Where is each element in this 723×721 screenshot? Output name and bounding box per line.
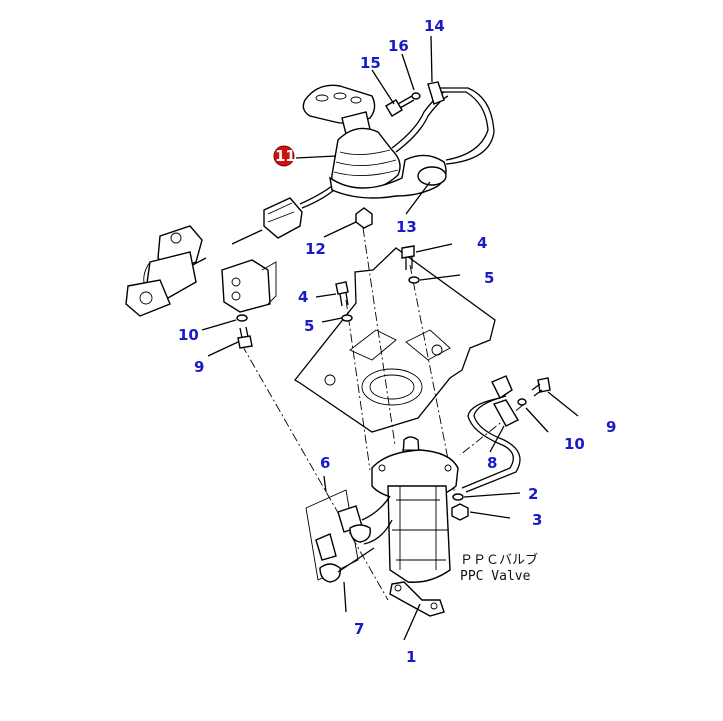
callout-3[interactable]: 3 [532, 511, 542, 529]
washer-2 [452, 493, 464, 501]
washer-10-right [517, 398, 527, 406]
bolt-4-upper [401, 245, 415, 270]
callout-15[interactable]: 15 [360, 54, 381, 72]
washer-10-left [236, 314, 248, 322]
callout-7[interactable]: 7 [354, 620, 364, 638]
callout-5-upper[interactable]: 5 [484, 269, 494, 287]
callout-10-right[interactable]: 10 [564, 435, 585, 453]
callout-14[interactable]: 14 [424, 17, 445, 35]
callout-12[interactable]: 12 [305, 240, 326, 258]
callout-2[interactable]: 2 [528, 485, 538, 503]
mounting-plate [294, 247, 496, 433]
ppc-valve [371, 436, 459, 583]
valve-label-en: PPC Valve [460, 569, 531, 584]
leader-lines [201, 35, 579, 641]
callout-11[interactable]: 11 [275, 147, 296, 165]
callout-4-lower[interactable]: 4 [298, 288, 308, 306]
callouts: 14 16 15 11 13 12 4 5 4 5 10 9 9 10 8 6 … [178, 17, 616, 666]
callout-16[interactable]: 16 [388, 37, 409, 55]
center-lines [241, 227, 524, 601]
callout-5-lower[interactable]: 5 [304, 317, 314, 335]
callout-11-highlight [273, 145, 295, 167]
bolt-9-left [237, 326, 253, 349]
clamp-14 [427, 81, 445, 105]
bracket-1 [389, 581, 445, 617]
washer-5-lower [341, 314, 353, 322]
callout-10-left[interactable]: 10 [178, 326, 199, 344]
callout-8[interactable]: 8 [487, 454, 497, 472]
harness-8 [461, 375, 521, 493]
nut-3 [451, 503, 469, 521]
valve-label-jp: ＰＰＣバルブ [460, 552, 538, 568]
nut-12 [355, 207, 373, 229]
callout-9-left[interactable]: 9 [194, 358, 204, 376]
callout-6[interactable]: 6 [320, 454, 330, 472]
washer-16 [411, 92, 421, 100]
lever-assembly [299, 84, 495, 209]
callout-9-right[interactable]: 9 [606, 418, 616, 436]
callout-1[interactable]: 1 [406, 648, 416, 666]
left-bracket-assembly [125, 225, 277, 317]
bolt-4-lower [335, 281, 349, 307]
washer-5-upper [408, 276, 420, 284]
hose-6-7 [305, 489, 393, 583]
bolt-9-right [531, 377, 551, 397]
callout-4-upper[interactable]: 4 [477, 234, 487, 252]
callout-13[interactable]: 13 [396, 218, 417, 236]
